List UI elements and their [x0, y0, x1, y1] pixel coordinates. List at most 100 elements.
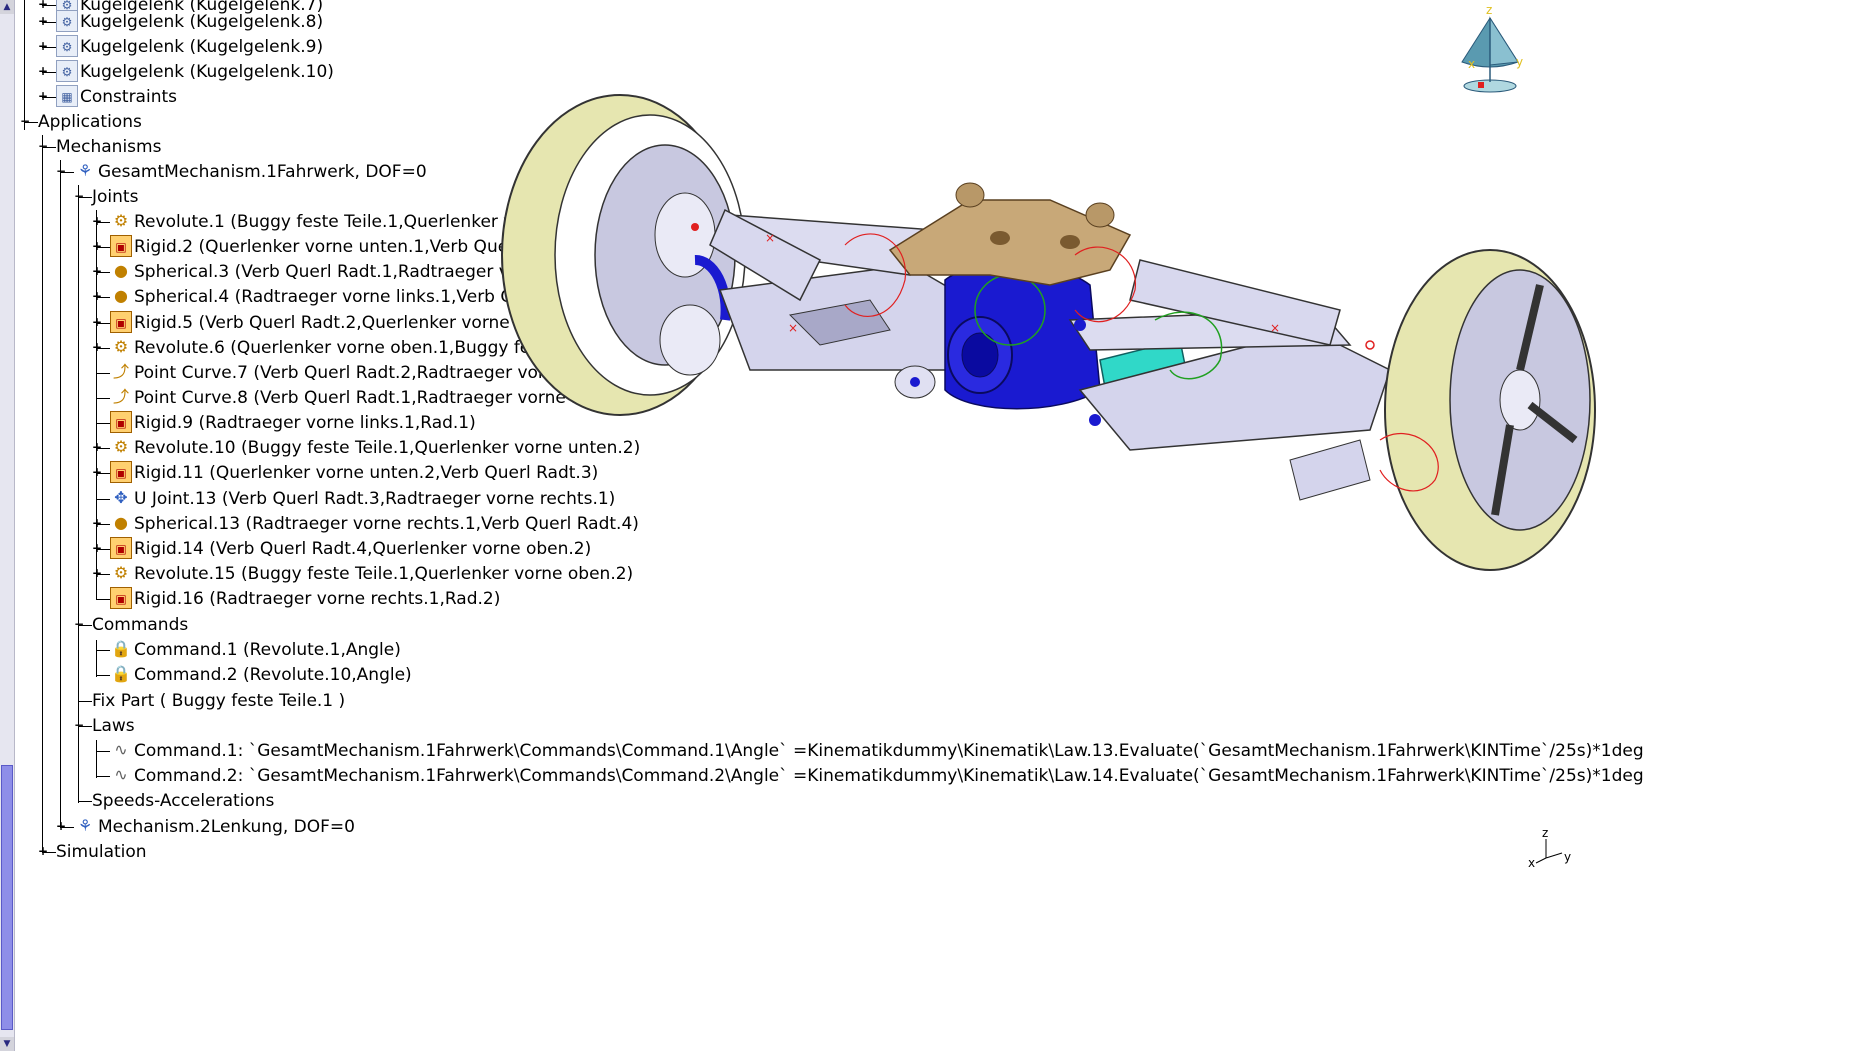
tree-connector-line — [96, 222, 110, 223]
tree-node[interactable]: +▣Rigid.5 (Verb Querl Radt.2,Querlenker … — [14, 308, 1614, 338]
tree-node[interactable]: −Laws — [14, 711, 1614, 741]
tree-node[interactable]: +▣Rigid.2 (Querlenker vorne unten.1,Verb… — [14, 232, 1614, 262]
tree-node[interactable]: −Joints — [14, 182, 1614, 212]
tree-node[interactable]: ∿Command.2: `GesamtMechanism.1Fahrwerk\C… — [14, 761, 1644, 791]
tree-node[interactable]: +⚙Revolute.15 (Buggy feste Teile.1,Querl… — [14, 559, 1614, 589]
expand-plus-icon[interactable]: + — [92, 566, 103, 580]
scroll-up-arrow-icon[interactable]: ▲ — [0, 0, 14, 14]
tree-node-label[interactable]: Mechanisms — [56, 137, 162, 157]
collapse-minus-icon[interactable]: − — [56, 164, 67, 178]
expand-plus-icon[interactable]: + — [92, 214, 103, 228]
tree-node[interactable]: +⚘Mechanism.2Lenkung, DOF=0 — [14, 812, 1614, 842]
tree-node-label[interactable]: Speeds-Accelerations — [92, 791, 275, 811]
tree-node-label[interactable]: U Joint.13 (Verb Querl Radt.3,Radtraeger… — [134, 489, 616, 509]
tree-node[interactable]: 🔒Command.1 (Revolute.1,Angle) — [14, 635, 1614, 665]
collapse-minus-icon[interactable]: − — [38, 139, 49, 153]
tree-node-label[interactable]: Kugelgelenk (Kugelgelenk.8) — [80, 12, 324, 32]
tree-node-label[interactable]: Spherical.4 (Radtraeger vorne links.1,Ve… — [134, 287, 615, 307]
expand-plus-icon[interactable]: + — [92, 315, 103, 329]
tree-node-label[interactable]: Point Curve.7 (Verb Querl Radt.2,Radtrae… — [134, 363, 634, 383]
tree-node-label[interactable]: Command.2 (Revolute.10,Angle) — [134, 665, 412, 685]
expand-plus-icon[interactable]: + — [92, 541, 103, 555]
tree-node[interactable]: +●Spherical.3 (Verb Querl Radt.1,Radtrae… — [14, 257, 1614, 287]
tree-node[interactable]: +⚙Revolute.10 (Buggy feste Teile.1,Querl… — [14, 433, 1614, 463]
scroll-down-arrow-icon[interactable]: ▼ — [0, 1037, 14, 1051]
tree-node-label[interactable]: Rigid.16 (Radtraeger vorne rechts.1,Rad.… — [134, 589, 501, 609]
tree-scrollbar[interactable]: ▲ ▼ — [0, 0, 15, 1051]
tree-node-label[interactable]: Revolute.10 (Buggy feste Teile.1,Querlen… — [134, 438, 641, 458]
expand-plus-icon[interactable]: + — [92, 289, 103, 303]
tree-node[interactable]: ▣Rigid.16 (Radtraeger vorne rechts.1,Rad… — [14, 584, 1614, 614]
tree-node-label[interactable]: Revolute.15 (Buggy feste Teile.1,Querlen… — [134, 564, 634, 584]
tree-node-label[interactable]: Mechanism.2Lenkung, DOF=0 — [98, 817, 355, 837]
tree-node-label[interactable]: Command.2: `GesamtMechanism.1Fahrwerk\Co… — [134, 766, 1644, 786]
tree-node-label[interactable]: Command.1: `GesamtMechanism.1Fahrwerk\Co… — [134, 741, 1644, 761]
tree-node[interactable]: −Mechanisms — [14, 132, 1614, 162]
tree-node[interactable]: ⤴Point Curve.8 (Verb Querl Radt.1,Radtra… — [14, 383, 1614, 413]
expand-plus-icon[interactable]: + — [38, 39, 49, 53]
tree-node-label[interactable]: Constraints — [80, 87, 177, 107]
tree-node[interactable]: ∿Command.1: `GesamtMechanism.1Fahrwerk\C… — [14, 736, 1644, 766]
tree-node[interactable]: +⚙Kugelgelenk (Kugelgelenk.8) — [14, 7, 1614, 37]
tree-node[interactable]: −Applications — [14, 107, 1614, 137]
tree-node[interactable]: +▣Rigid.14 (Verb Querl Radt.4,Querlenker… — [14, 534, 1614, 564]
collapse-minus-icon[interactable]: − — [74, 617, 85, 631]
tree-node-label[interactable]: Kugelgelenk (Kugelgelenk.7) — [80, 0, 324, 15]
tree-node-label[interactable]: Kugelgelenk (Kugelgelenk.9) — [80, 37, 324, 57]
compass-icon[interactable]: z x y — [1450, 0, 1530, 100]
tree-node-label[interactable]: Spherical.13 (Radtraeger vorne rechts.1,… — [134, 514, 639, 534]
expand-plus-icon[interactable]: + — [92, 465, 103, 479]
expand-plus-icon[interactable]: + — [92, 264, 103, 278]
tree-node[interactable]: 🔒Command.2 (Revolute.10,Angle) — [14, 660, 1614, 690]
tree-node-label[interactable]: Commands — [92, 615, 189, 635]
tree-node[interactable]: Speeds-Accelerations — [14, 786, 1614, 816]
tree-node[interactable]: −Commands — [14, 610, 1614, 640]
expand-plus-icon[interactable]: + — [38, 14, 49, 28]
expand-plus-icon[interactable]: + — [92, 340, 103, 354]
tree-connector-line — [24, 122, 38, 123]
expand-plus-icon[interactable]: + — [38, 844, 49, 858]
tree-node-label[interactable]: Rigid.5 (Verb Querl Radt.2,Querlenker vo… — [134, 313, 581, 333]
tree-node-label[interactable]: Point Curve.8 (Verb Querl Radt.1,Radtrae… — [134, 388, 634, 408]
tree-node[interactable]: +⚙Kugelgelenk (Kugelgelenk.10) — [14, 57, 1614, 87]
tree-node-label[interactable]: Rigid.9 (Radtraeger vorne links.1,Rad.1) — [134, 413, 476, 433]
tree-node[interactable]: ▣Rigid.9 (Radtraeger vorne links.1,Rad.1… — [14, 408, 1614, 438]
tree-node[interactable]: ⤴Point Curve.7 (Verb Querl Radt.2,Radtra… — [14, 358, 1614, 388]
expand-plus-icon[interactable]: + — [38, 0, 49, 11]
tree-node-label[interactable]: Applications — [38, 112, 142, 132]
collapse-minus-icon[interactable]: − — [74, 189, 85, 203]
collapse-minus-icon[interactable]: − — [20, 114, 31, 128]
tree-node-label[interactable]: Command.1 (Revolute.1,Angle) — [134, 640, 401, 660]
tree-node[interactable]: + Simulation — [14, 837, 1614, 867]
tree-node-label[interactable]: Simulation — [56, 842, 147, 862]
tree-node[interactable]: −⚘GesamtMechanism.1Fahrwerk, DOF=0 — [14, 157, 1614, 187]
tree-node-label[interactable]: Joints — [92, 187, 139, 207]
expand-plus-icon[interactable]: + — [56, 819, 67, 833]
collapse-minus-icon[interactable]: − — [74, 718, 85, 732]
tree-node[interactable]: +▦Constraints — [14, 82, 1614, 112]
tree-node-label[interactable]: Rigid.11 (Querlenker vorne unten.2,Verb … — [134, 463, 599, 483]
tree-connector-line — [96, 210, 97, 600]
expand-plus-icon[interactable]: + — [38, 64, 49, 78]
expand-plus-icon[interactable]: + — [92, 440, 103, 454]
tree-node[interactable]: +●Spherical.13 (Radtraeger vorne rechts.… — [14, 509, 1614, 539]
3d-viewport[interactable]: × × × — [490, 70, 1871, 590]
tree-node-label[interactable]: Revolute.6 (Querlenker vorne oben.1,Bugg… — [134, 338, 623, 358]
tree-node-label[interactable]: Spherical.3 (Verb Querl Radt.1,Radtraege… — [134, 262, 615, 282]
tree-node-label[interactable]: Rigid.14 (Verb Querl Radt.4,Querlenker v… — [134, 539, 592, 559]
tree-node[interactable]: Fix Part ( Buggy feste Teile.1 ) — [14, 686, 1614, 716]
tree-node-label[interactable]: Laws — [92, 716, 135, 736]
tree-node[interactable]: +⚙Revolute.6 (Querlenker vorne oben.1,Bu… — [14, 333, 1614, 363]
expand-plus-icon[interactable]: + — [38, 89, 49, 103]
tree-node-label[interactable]: GesamtMechanism.1Fahrwerk, DOF=0 — [98, 162, 427, 182]
tree-node[interactable]: +▣Rigid.11 (Querlenker vorne unten.2,Ver… — [14, 458, 1614, 488]
tree-node[interactable]: +⚙Kugelgelenk (Kugelgelenk.9) — [14, 32, 1614, 62]
tree-node-label[interactable]: Rigid.2 (Querlenker vorne unten.1,Verb Q… — [134, 237, 588, 257]
expand-plus-icon[interactable]: + — [92, 516, 103, 530]
scroll-thumb[interactable] — [1, 765, 13, 1030]
tree-node-label[interactable]: Kugelgelenk (Kugelgelenk.10) — [80, 62, 334, 82]
tree-node-label[interactable]: Fix Part ( Buggy feste Teile.1 ) — [92, 691, 346, 711]
expand-plus-icon[interactable]: + — [92, 239, 103, 253]
tree-node[interactable]: +●Spherical.4 (Radtraeger vorne links.1,… — [14, 282, 1614, 312]
tree-node[interactable]: ✥U Joint.13 (Verb Querl Radt.3,Radtraege… — [14, 484, 1614, 514]
